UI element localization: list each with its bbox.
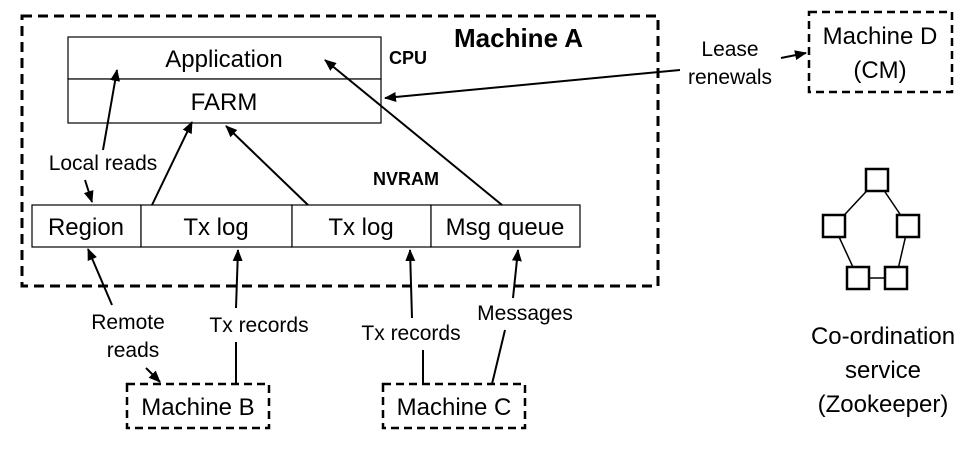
coordination-line1: Co-ordination xyxy=(811,323,955,350)
region-cell xyxy=(31,204,142,248)
machine-a-title: Machine A xyxy=(454,23,583,53)
application-label: Application xyxy=(165,46,282,73)
machine-c-to-txlog2-arrow xyxy=(405,249,416,319)
msgqueue-to-application-arrow xyxy=(324,59,503,206)
txlog1-to-farm-arrow xyxy=(151,121,193,206)
tx-records-b-label: Tx records xyxy=(209,314,308,337)
farm-label: FARM xyxy=(191,89,258,116)
machine-b-label: Machine B xyxy=(141,394,254,421)
machine-c-box xyxy=(381,382,527,430)
txlog-cell-1 xyxy=(140,204,293,248)
lease-label-line2: renewals xyxy=(688,66,772,89)
machine-c-label: Machine C xyxy=(397,394,512,421)
zookeeper-ring-icon xyxy=(821,167,921,291)
coordination-line2: service xyxy=(845,357,921,384)
machine-d-line2: (CM) xyxy=(853,57,906,84)
local-reads-arrow-up xyxy=(102,69,121,151)
machine-b-box xyxy=(125,382,271,430)
msg-queue-cell xyxy=(430,204,581,248)
txlog-label-1: Tx log xyxy=(183,214,248,241)
machine-d-box xyxy=(807,10,954,94)
messages-to-msgqueue-arrow xyxy=(511,249,522,299)
machine-b-to-txlog1-arrow xyxy=(232,249,243,309)
machine-c-to-messages-line xyxy=(491,329,506,385)
region-label: Region xyxy=(48,214,124,241)
coordination-line3: (Zookeeper) xyxy=(818,391,949,418)
tx-records-c-label: Tx records xyxy=(361,322,460,345)
farm-box xyxy=(67,78,382,124)
remote-reads-arrow-to-region xyxy=(87,248,113,306)
local-reads-label: Local reads xyxy=(49,152,158,175)
nvram-label: NVRAM xyxy=(373,169,439,189)
local-reads-arrow-down xyxy=(83,179,94,203)
msg-queue-label: Msg queue xyxy=(446,214,565,241)
cpu-label: CPU xyxy=(389,48,427,68)
lease-label-line1: Lease xyxy=(701,38,758,61)
txlog2-to-farm-arrow xyxy=(225,125,309,206)
lease-arrow-to-farm xyxy=(384,69,681,102)
application-box xyxy=(67,36,382,80)
txlog-label-2: Tx log xyxy=(328,214,393,241)
lease-arrow-to-machine-d xyxy=(780,50,807,61)
machine-d-line1: Machine D xyxy=(823,23,938,50)
machine-a-boundary xyxy=(20,14,660,288)
remote-reads-arrow-to-machine-b xyxy=(145,367,161,383)
remote-reads-line1: Remote xyxy=(91,311,165,334)
messages-label: Messages xyxy=(477,302,573,325)
remote-reads-line2: reads xyxy=(107,339,160,362)
